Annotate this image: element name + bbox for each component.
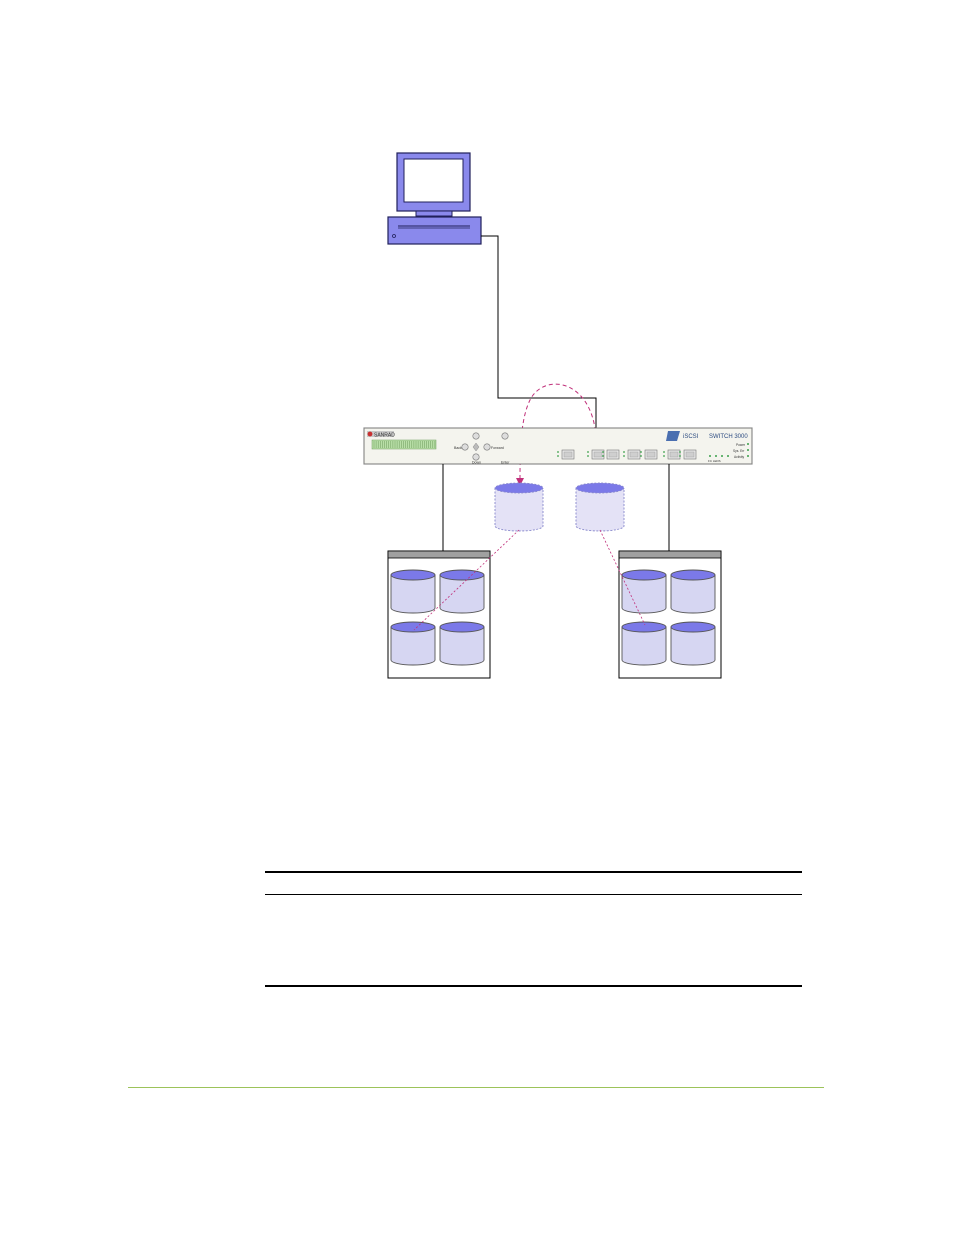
nav-button-up: [472, 432, 480, 440]
status-led: [747, 455, 749, 457]
virtual-volume-icon: [575, 482, 625, 532]
fc-leds-label: FC LEDS: [708, 459, 721, 463]
switch-brand-text: SANRAD: [374, 433, 395, 439]
switch-model-name: SWITCH 3000: [709, 434, 748, 440]
virtual-volume-icon: [494, 482, 544, 532]
status-led: [747, 443, 749, 445]
switch-port: [663, 449, 681, 460]
disk-icon: [670, 621, 716, 666]
nav-pad: Back Forward Down Enter: [454, 432, 510, 465]
disk-icon: [621, 569, 667, 614]
network-cable: [481, 235, 597, 452]
display-segments: [373, 441, 436, 448]
disk-icon: [390, 621, 436, 666]
switch-port: [557, 449, 575, 460]
fc-led: [709, 455, 711, 457]
footer-rule: [128, 1087, 824, 1088]
switch-port: [623, 449, 641, 460]
disk-icon: [439, 569, 485, 614]
disk-icon: [439, 621, 485, 666]
nav-label-down: Down: [472, 461, 481, 465]
switch-port: [587, 449, 605, 460]
nav-label-back: Back: [454, 446, 462, 450]
nav-button-forward: [483, 443, 491, 451]
fc-led: [727, 455, 729, 457]
storage-array: [387, 550, 491, 679]
table-top-rule: [265, 871, 802, 873]
nav-button-down: [472, 453, 480, 461]
switch-model-badge: iSCSI SWITCH 3000: [666, 431, 748, 441]
switch-brand-logo: [367, 431, 394, 437]
fc-led: [721, 455, 723, 457]
switch-port: [679, 449, 697, 460]
switch-model-iscsi: iSCSI: [683, 434, 699, 440]
disk-icon: [670, 569, 716, 614]
switch-ports: [557, 449, 697, 460]
nav-label-enter: Enter: [501, 461, 510, 465]
iscsi-switch: SANRAD Back Forward Down Enter iSCSI SWI…: [363, 427, 753, 465]
mapping-line-right: [599, 529, 646, 626]
status-led: [747, 449, 749, 451]
nav-button-enter: [501, 432, 509, 440]
fc-leds: [709, 443, 749, 457]
status-label-syserr: Sys. Err: [733, 449, 745, 453]
mapping-line-left: [413, 529, 520, 631]
switch-port: [640, 449, 658, 460]
storage-array: [618, 550, 722, 679]
status-label-power: Power: [736, 443, 746, 447]
fc-led: [715, 455, 717, 457]
switch-display: [371, 439, 437, 450]
nav-button-back: [461, 443, 469, 451]
disk-icon: [621, 621, 667, 666]
table-bottom-rule: [265, 985, 802, 987]
table-header-rule: [265, 894, 802, 895]
switch-port: [602, 449, 620, 460]
disk-icon: [390, 569, 436, 614]
workstation-icon: [387, 152, 482, 245]
nav-label-forward: Forward: [491, 446, 504, 450]
status-label-activity: Activity: [734, 455, 745, 459]
